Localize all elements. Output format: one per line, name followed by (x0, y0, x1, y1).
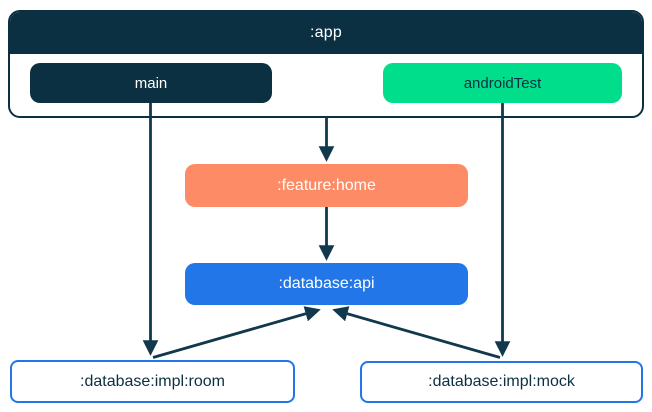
node-database-impl-room: :database:impl:room (10, 360, 295, 403)
node-source-set-androidtest: androidTest (383, 63, 622, 103)
node-source-set-main: main (30, 63, 272, 103)
node-feature-home: :feature:home (185, 164, 468, 207)
arrow-database-impl-room-to-database-api (152, 306, 321, 359)
node-app-header: :app (10, 12, 642, 54)
node-database-api: :database:api (185, 263, 468, 305)
node-feature-home-label: :feature:home (277, 176, 376, 194)
node-source-set-main-label: main (134, 74, 168, 92)
node-database-impl-mock-label: :database:impl:mock (428, 373, 575, 390)
node-source-set-androidtest-label: androidTest (463, 74, 542, 92)
node-database-api-label: :database:api (278, 275, 375, 292)
node-app-label: :app (310, 24, 342, 41)
arrow-database-impl-mock-to-database-api (332, 306, 501, 359)
node-database-impl-room-label: :database:impl:room (80, 372, 225, 390)
node-database-impl-mock: :database:impl:mock (360, 361, 643, 403)
